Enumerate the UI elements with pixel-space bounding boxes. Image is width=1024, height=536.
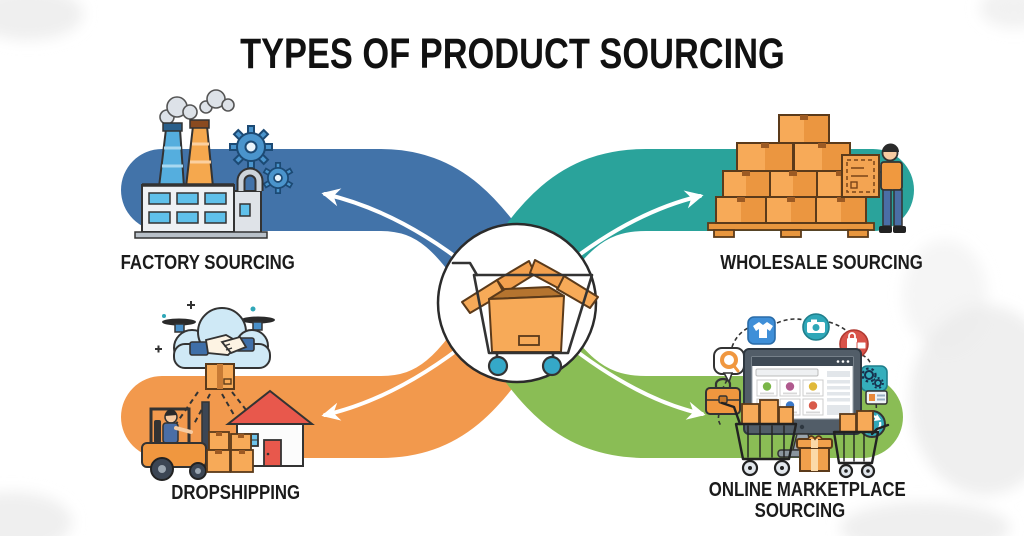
search-bubble-icon xyxy=(713,347,745,384)
card-icon xyxy=(865,390,888,405)
label-wholesale-sourcing: WHOLESALE SOURCING xyxy=(720,252,923,274)
falling-package xyxy=(205,363,235,390)
pallet-boxes-worker-icon xyxy=(707,114,906,238)
gear-icon-small xyxy=(262,162,294,194)
shopping-cart-with-open-box-icon xyxy=(451,259,599,377)
label-online-marketplace-sourcing: ONLINE MARKETPLACE SOURCING xyxy=(708,479,906,522)
forklift xyxy=(141,401,230,481)
tshirt-app-icon xyxy=(747,316,776,345)
shopping-cart-left xyxy=(720,399,798,477)
ecommerce-monitor-carts-icon xyxy=(705,313,890,479)
label-dropshipping: DROPSHIPPING xyxy=(171,482,301,504)
briefcase-icon xyxy=(705,377,741,415)
carton-boxes xyxy=(206,431,254,473)
gears-app-icon xyxy=(860,365,888,392)
arrow-to-dropshipping xyxy=(321,338,472,421)
drone-forklift-house-icon xyxy=(141,301,315,481)
gear-icon xyxy=(229,125,273,169)
camera-app-icon xyxy=(802,313,830,341)
shopping-cart-right xyxy=(832,410,890,479)
smoke-clouds xyxy=(159,89,235,125)
wooden-pallet xyxy=(707,222,875,238)
drone-cloud-handshake xyxy=(155,301,275,369)
chimneys xyxy=(158,125,214,188)
warehouse-worker xyxy=(841,143,906,233)
page-title: TYPES OF PRODUCT SOURCING xyxy=(239,30,785,78)
factory-building xyxy=(134,167,268,239)
factory-icon xyxy=(134,89,294,239)
gift-box xyxy=(796,435,833,472)
flow-arrows xyxy=(321,188,706,421)
label-factory-sourcing: FACTORY SOURCING xyxy=(120,252,296,274)
